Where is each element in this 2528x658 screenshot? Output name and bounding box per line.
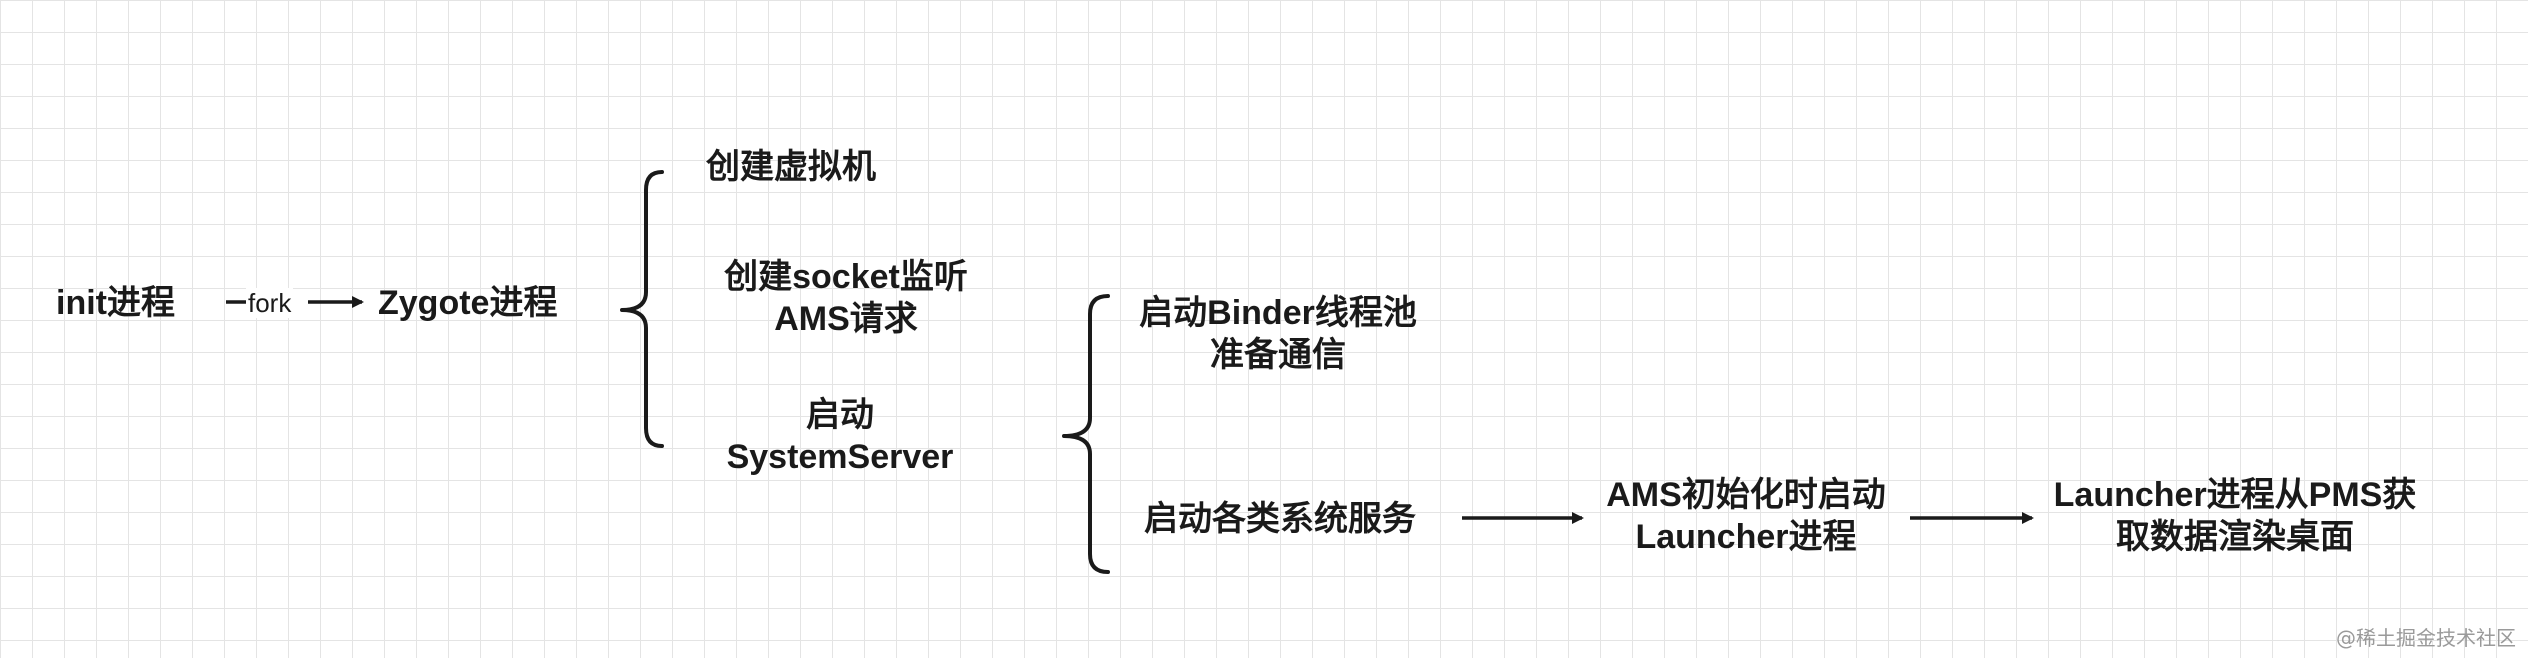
fork-label: fork: [246, 288, 294, 318]
system-server-label-line1: 启动: [806, 396, 874, 434]
ams-init-node: AMS初始化时启动 Launcher进程: [1590, 474, 1902, 558]
ams-init-label-line2: Launcher进程: [1635, 518, 1857, 556]
zygote-process-label: Zygote进程: [378, 284, 558, 322]
system-services-label: 启动各类系统服务: [1144, 500, 1416, 538]
create-vm-label: 创建虚拟机: [706, 148, 876, 186]
watermark: @稀土掘金技术社区: [2336, 626, 2516, 650]
binder-pool-label-line2: 准备通信: [1210, 336, 1346, 374]
system-server-label-line2: SystemServer: [726, 438, 954, 476]
zygote-process-node: Zygote进程: [378, 282, 557, 324]
create-vm-node: 创建虚拟机: [706, 146, 876, 188]
launcher-render-label-line2: 取数据渲染桌面: [2116, 518, 2354, 556]
create-socket-node: 创建socket监听 AMS请求: [706, 256, 986, 340]
init-process-label: init进程: [56, 284, 175, 322]
init-process-node: init进程: [56, 282, 175, 324]
launcher-render-node: Launcher进程从PMS获 取数据渲染桌面: [2040, 474, 2430, 558]
launcher-render-label-line1: Launcher进程从PMS获: [2053, 476, 2417, 514]
ams-init-label-line1: AMS初始化时启动: [1606, 476, 1886, 514]
create-socket-label-line1: 创建socket监听: [724, 258, 968, 296]
system-server-node: 启动 SystemServer: [700, 394, 980, 478]
create-socket-label-line2: AMS请求: [774, 300, 918, 338]
system-services-node: 启动各类系统服务: [1144, 498, 1416, 540]
zygote-brace: [620, 170, 664, 448]
binder-pool-node: 启动Binder线程池 准备通信: [1128, 292, 1428, 376]
binder-pool-label-line1: 启动Binder线程池: [1139, 294, 1417, 332]
system-server-brace: [1062, 294, 1110, 574]
